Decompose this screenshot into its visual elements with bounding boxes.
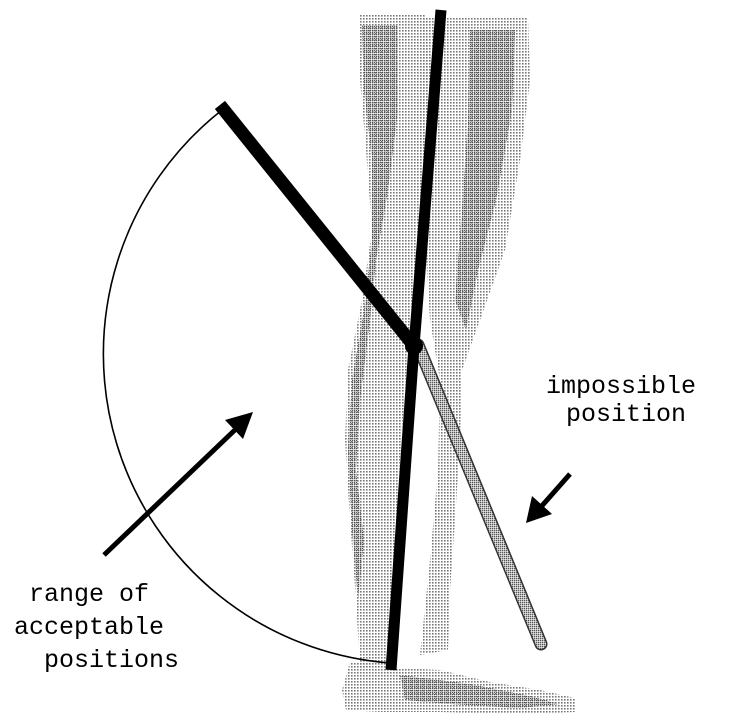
range-arrow <box>104 412 253 555</box>
knee-joint <box>405 337 423 355</box>
range-label-line2: acceptable <box>14 613 164 642</box>
range-label-line1: range of <box>29 580 149 609</box>
leg-illustration <box>342 15 575 714</box>
impossible-label-line1: impossible <box>546 372 696 401</box>
range-label-line3: positions <box>44 646 179 675</box>
impossible-label-line2: position <box>566 400 686 429</box>
impossible-arrow <box>526 474 570 523</box>
